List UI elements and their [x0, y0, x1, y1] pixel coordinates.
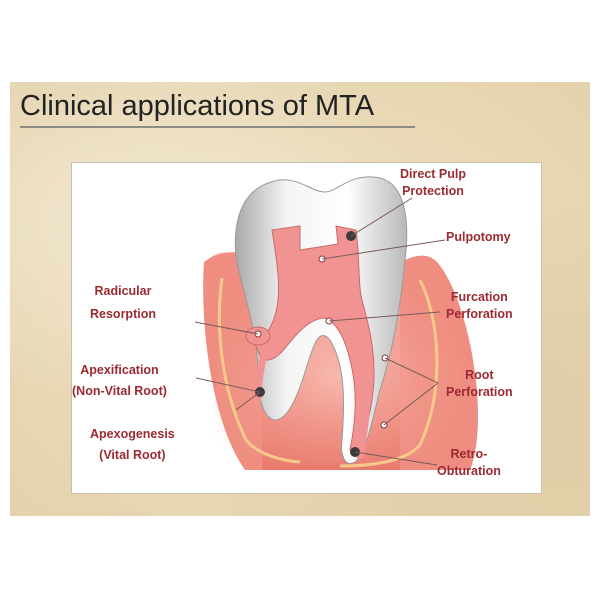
leader-root-perf-1 [384, 357, 439, 384]
periodontal-line-left [217, 277, 301, 464]
label-retro-obturation: Retro- Obturation [437, 447, 501, 478]
label-pulpotomy: Pulpotomy [446, 230, 511, 244]
leader-pulpotomy [321, 239, 446, 260]
leader-direct-pulp [350, 197, 413, 237]
leader-resorption [194, 321, 259, 335]
leader-apexogenesis [235, 391, 261, 411]
label-furcation-perforation: Furcation Perforation [446, 290, 513, 321]
title-underline [20, 126, 415, 128]
leader-retro [354, 451, 438, 466]
label-root-perforation: Root Perforation [446, 368, 513, 399]
leader-root-perf-2 [383, 382, 439, 426]
label-radicular-resorption: Radicular Resorption [90, 284, 156, 321]
leader-apexification [195, 377, 261, 393]
root-canal-right [351, 296, 371, 459]
label-direct-pulp-protection: Direct Pulp Protection [400, 167, 466, 198]
label-apexogenesis: Apexogenesis (Vital Root) [90, 427, 175, 462]
leader-furcation [328, 311, 441, 322]
label-apexification: Apexification (Non-Vital Root) [72, 363, 167, 398]
slide-title: Clinical applications of MTA [20, 90, 375, 122]
periodontal-line-right [339, 279, 439, 468]
